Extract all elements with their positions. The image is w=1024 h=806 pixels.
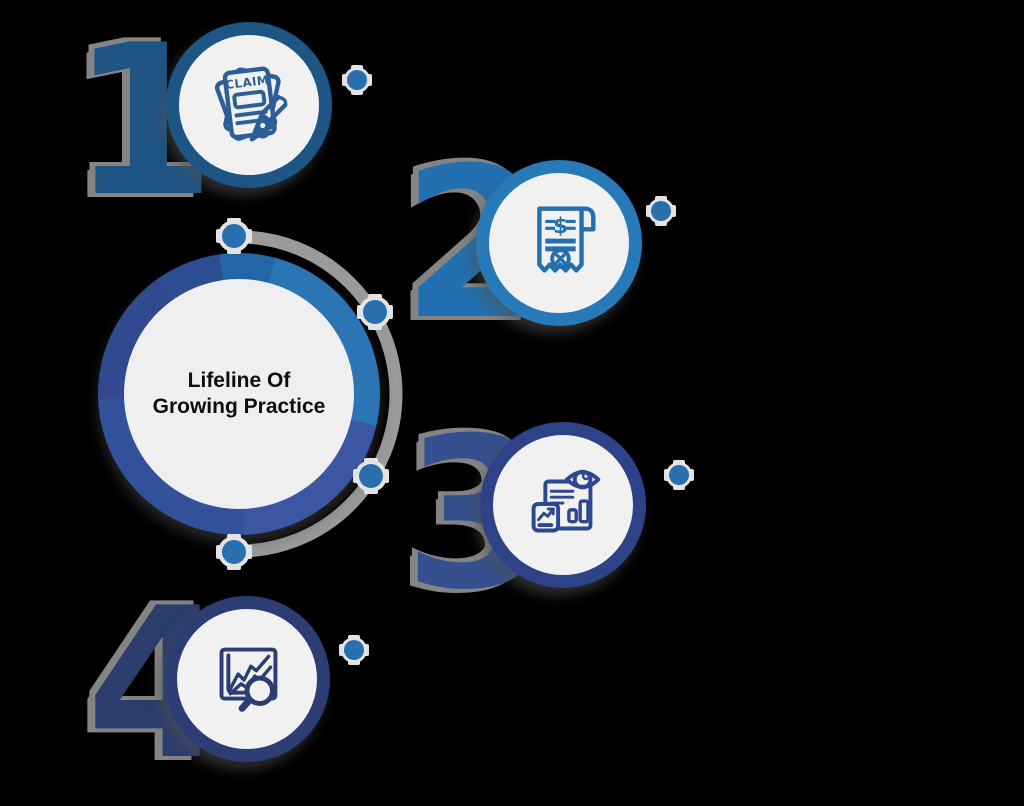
infographic-canvas: Lifeline Of Growing Practice 1 [71, 18, 694, 789]
step-2-dot [646, 196, 676, 226]
orbit-dot-bottom [216, 534, 252, 570]
dot-core [651, 201, 671, 221]
step-4-dot [339, 635, 369, 665]
dot-core [363, 300, 387, 324]
orbit-dot-lower-right [353, 458, 389, 494]
dot-core [359, 464, 383, 488]
dot-core [344, 640, 364, 660]
dollar-glyph: $ [553, 214, 568, 239]
center-circle: Lifeline Of Growing Practice [124, 279, 354, 509]
orbit-arc [238, 230, 403, 558]
claim-documents-icon: CLAIM [214, 66, 288, 142]
claim-label: CLAIM [225, 73, 270, 92]
step-1-circle: CLAIM [166, 22, 332, 188]
step-2-circle: $ [476, 160, 642, 326]
report-review-eye-icon [531, 469, 601, 533]
dot-core [347, 70, 367, 90]
dot-core [222, 224, 246, 248]
orbit-dot-upper-right [357, 294, 393, 330]
chart-magnifier-icon [219, 647, 278, 712]
step-4-circle [164, 596, 330, 762]
step-3-dot [664, 460, 694, 490]
center-title-line1: Lifeline Of [187, 369, 291, 392]
center-ring: Lifeline Of Growing Practice [98, 253, 380, 535]
dot-core [222, 540, 246, 564]
rejected-bill-icon: $ [537, 206, 596, 273]
dot-core [669, 465, 689, 485]
step-1-dot [342, 65, 372, 95]
step-3-circle [480, 422, 646, 588]
center-title-line2: Growing Practice [152, 395, 326, 418]
orbit-dot-top [216, 218, 252, 254]
